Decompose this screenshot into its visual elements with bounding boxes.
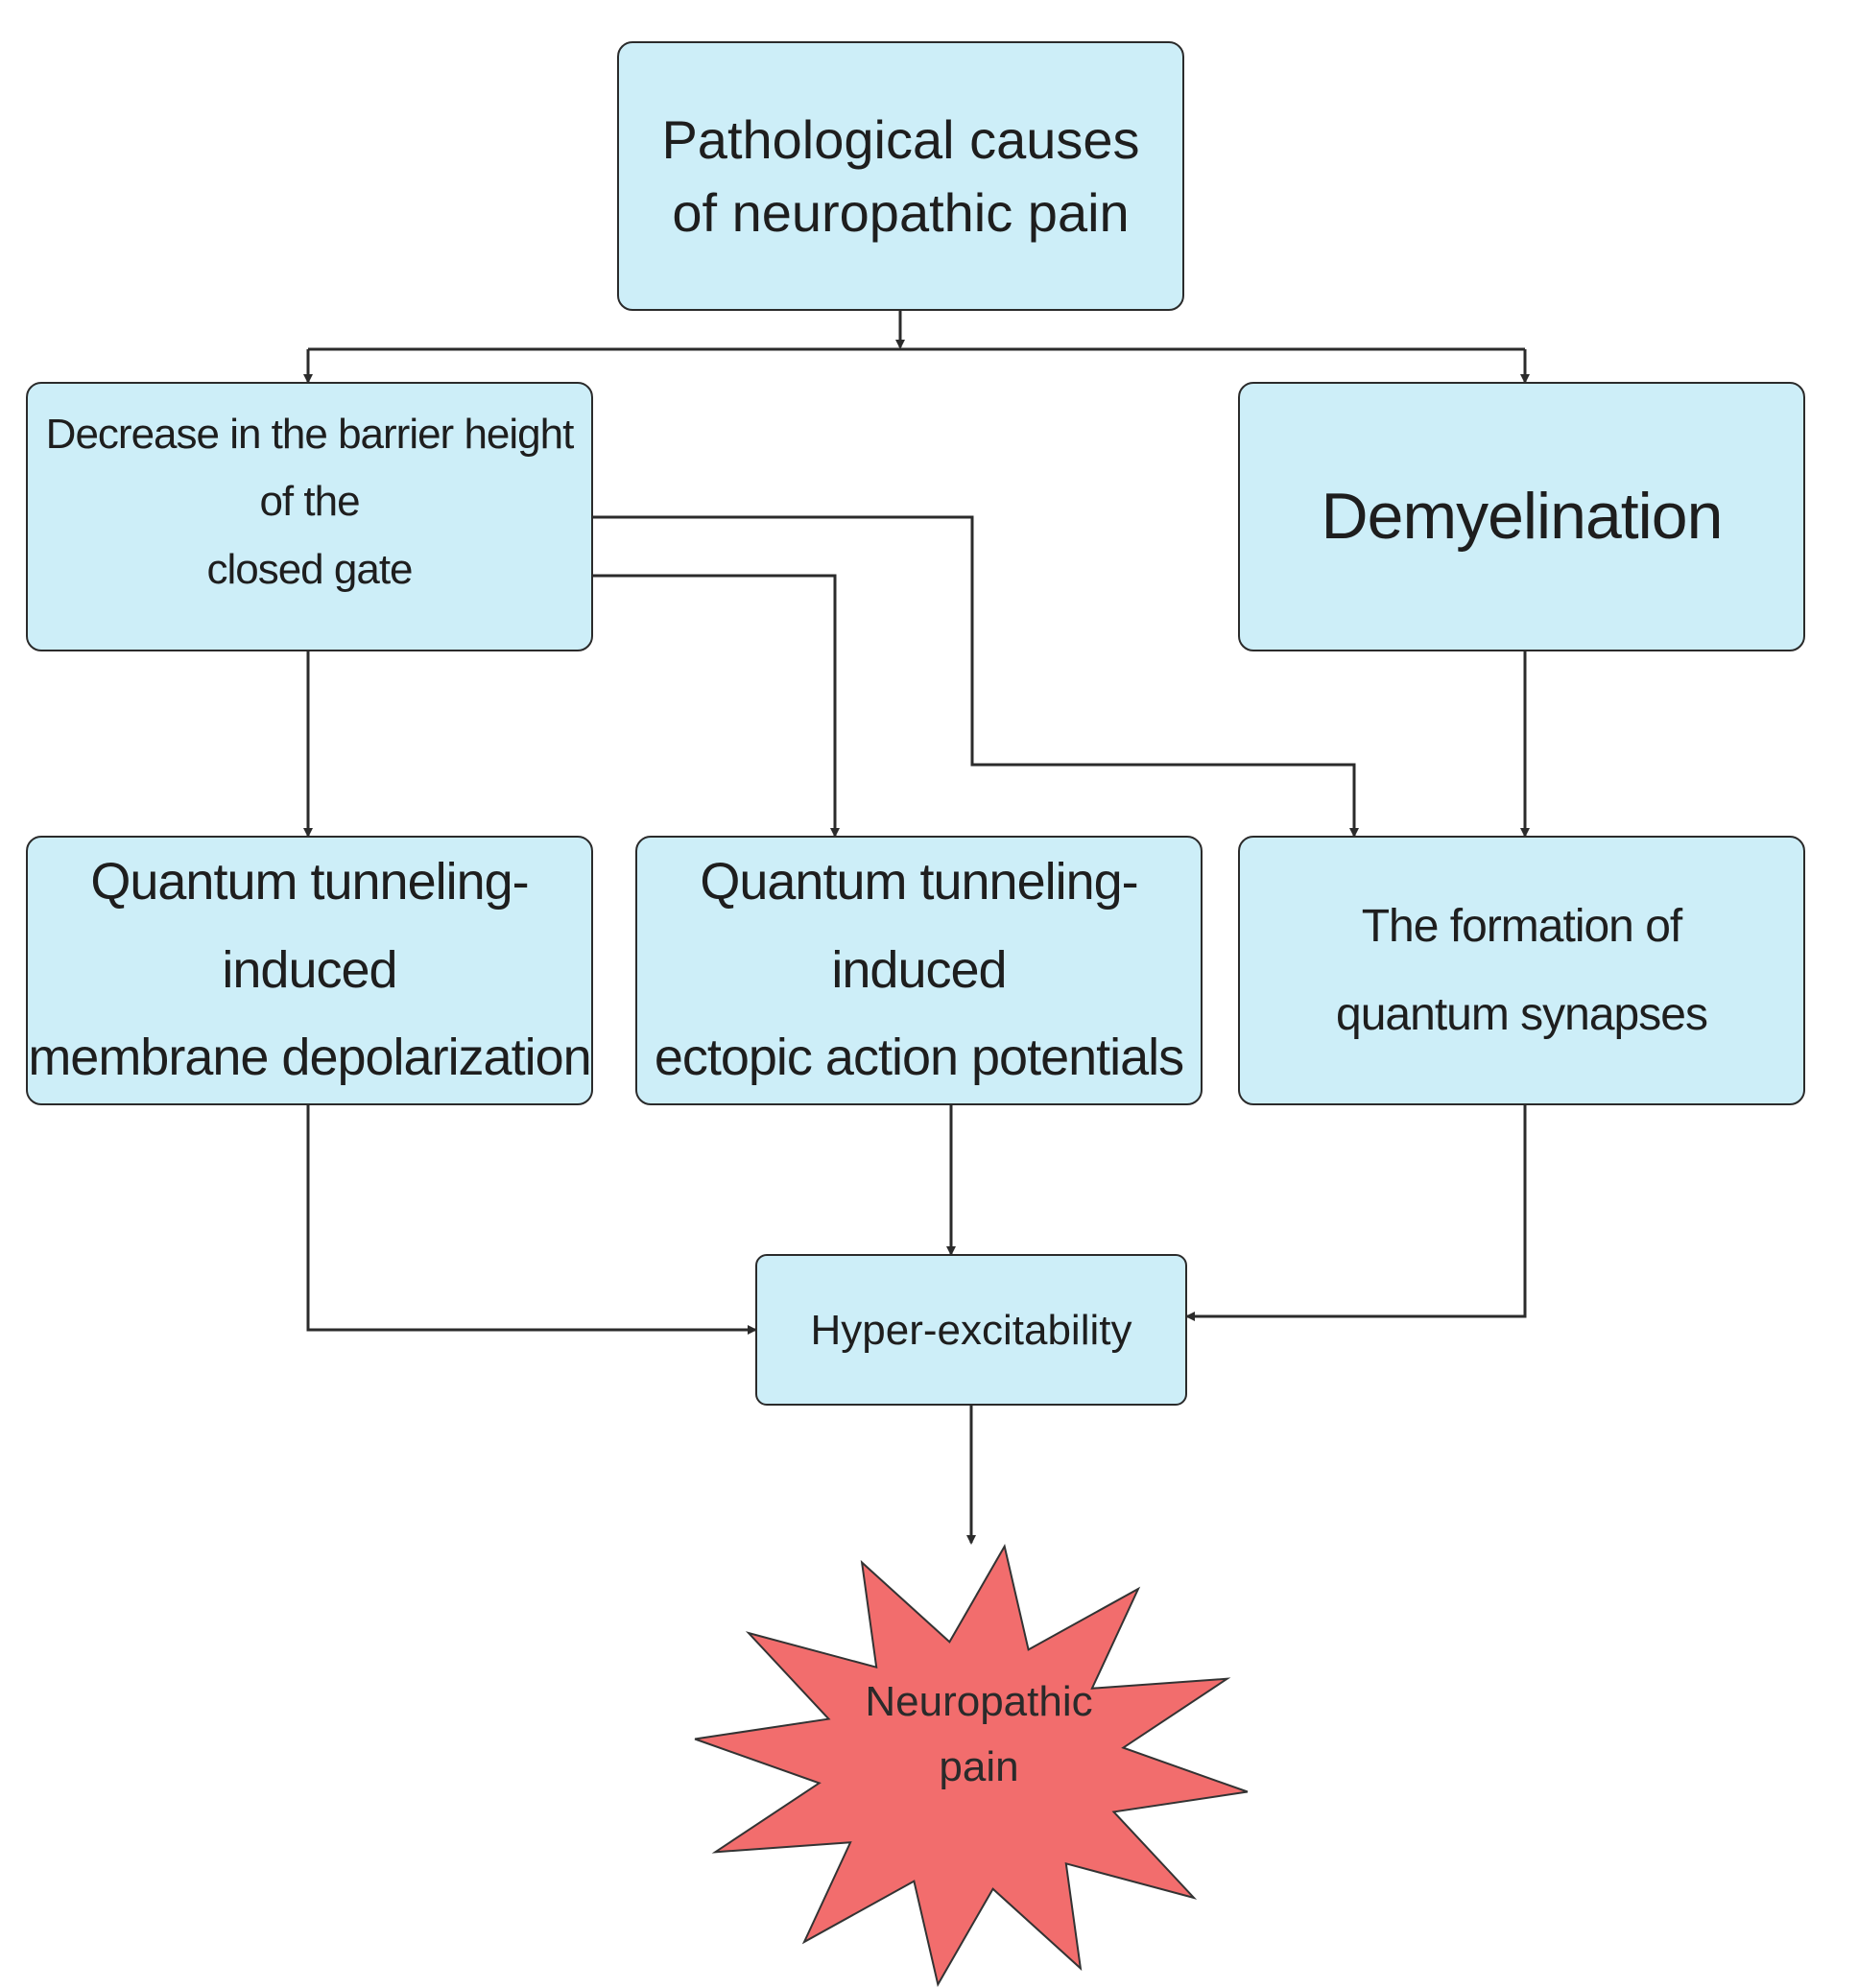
node-hyper-excitability: Hyper-excitability — [755, 1254, 1187, 1406]
edge-synapse-to-hyper — [1185, 1105, 1527, 1321]
node-line: Quantum tunneling-induced — [700, 852, 1138, 999]
blank-patch — [1612, 240, 1775, 317]
node-line: quantum synapses — [1336, 988, 1708, 1040]
node-line: Decrease in the barrier height of the — [45, 410, 575, 526]
node-membrane-depolarization: Quantum tunneling-induced membrane depol… — [26, 836, 593, 1105]
node-line: Pathological causes — [661, 108, 1140, 170]
edge-barrier-to-synapse — [593, 515, 1359, 838]
node-pathological-causes: Pathological causes of neuropathic pain — [617, 41, 1184, 311]
node-barrier-height-decrease: Decrease in the barrier height of the cl… — [26, 382, 593, 651]
outcome-label: Neuropathic pain — [835, 1669, 1123, 1800]
neuropathic-pain-star — [694, 1543, 1249, 1988]
node-line: Quantum tunneling-induced — [90, 852, 529, 999]
node-line: ectopic action potentials — [654, 1029, 1184, 1087]
node-label: Demyelination — [1321, 480, 1724, 553]
node-demyelination: Demyelination — [1238, 382, 1805, 651]
edge-depolarization-to-hyper — [306, 1105, 757, 1335]
node-ectopic-action-potentials: Quantum tunneling-induced ectopic action… — [635, 836, 1203, 1105]
node-line: The formation of — [1361, 901, 1682, 953]
outcome-line: Neuropathic — [865, 1678, 1093, 1725]
node-line: of neuropathic pain — [672, 181, 1130, 243]
edge-barrier-to-ectopic — [593, 574, 840, 838]
node-label: Hyper-excitability — [810, 1306, 1132, 1354]
node-line: membrane depolarization — [28, 1029, 591, 1087]
node-line: closed gate — [206, 545, 413, 593]
outcome-line: pain — [939, 1743, 1019, 1791]
node-quantum-synapses: The formation of quantum synapses — [1238, 836, 1805, 1105]
